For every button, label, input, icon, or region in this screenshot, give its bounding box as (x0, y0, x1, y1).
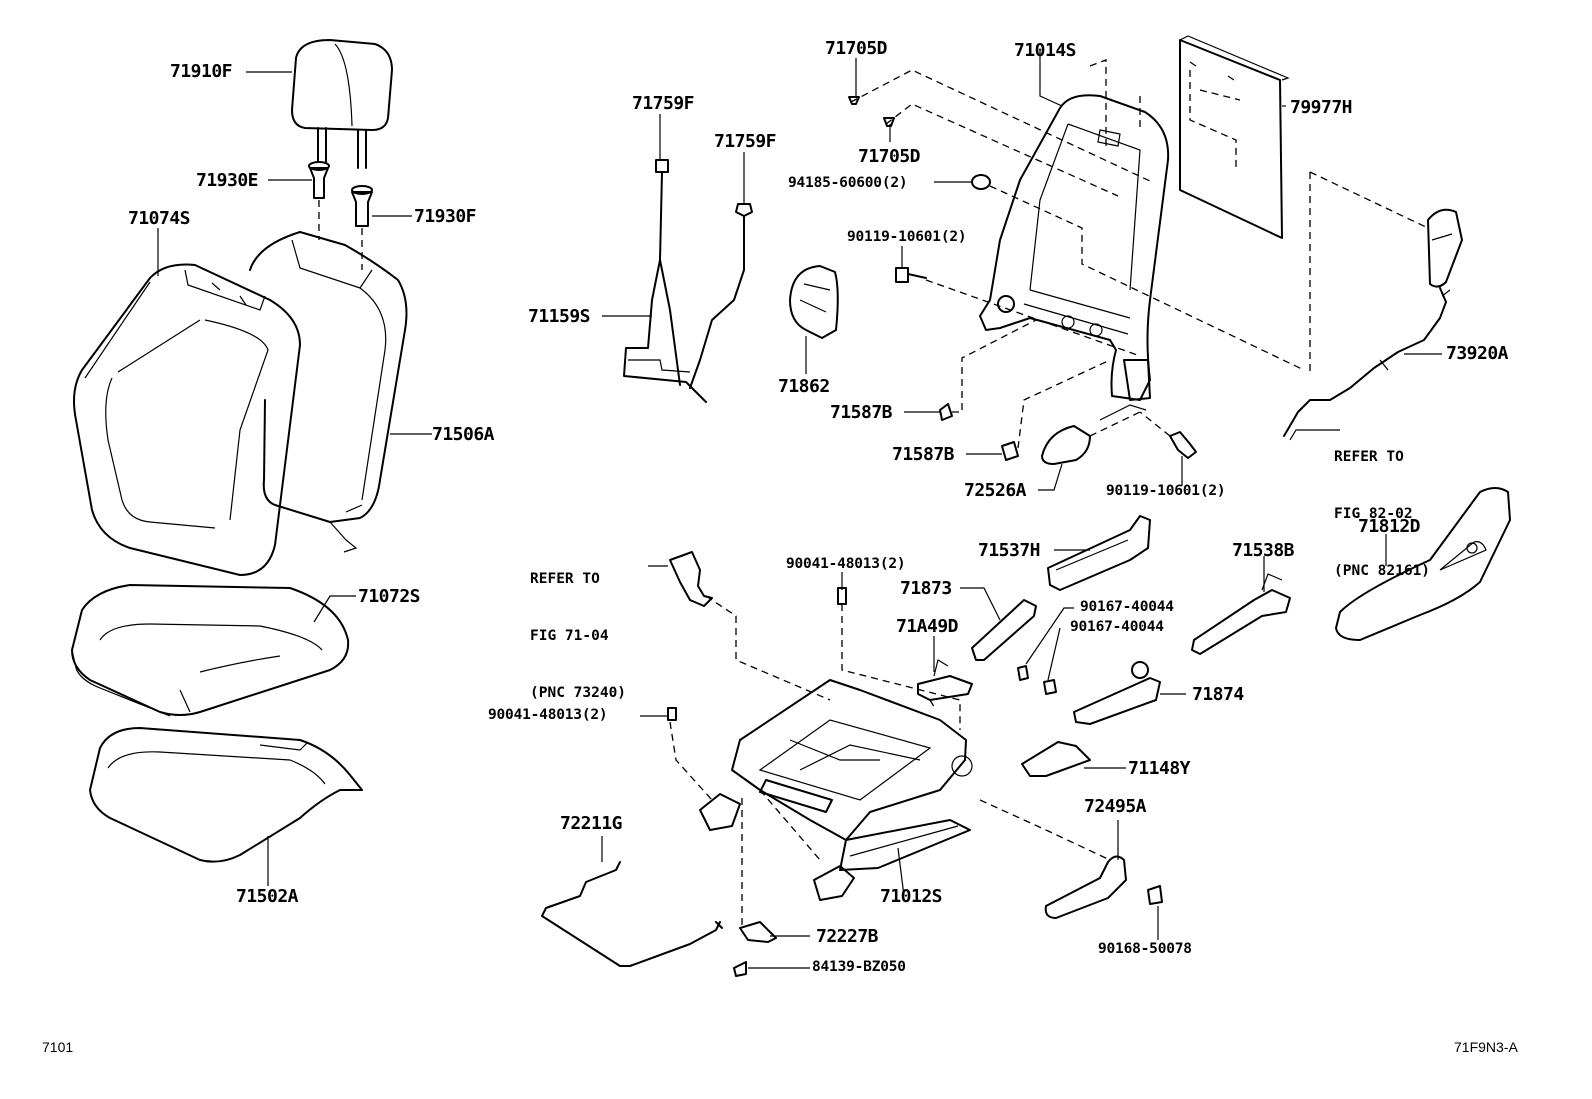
label-72227B: 72227B (816, 926, 879, 947)
label-71930F: 71930F (414, 206, 477, 227)
bracket-72227B-drawing (733, 921, 777, 977)
leader-lines (157, 50, 1442, 969)
label-72526A: 72526A (964, 480, 1027, 501)
cover-71148Y-drawing (1021, 741, 1091, 777)
label-90041-48013-left: 90041-48013(2) (488, 707, 608, 723)
label-71538B: 71538B (1232, 540, 1295, 561)
recliner-cover-drawing (1047, 515, 1151, 591)
label-71759F-left: 71759F (632, 93, 695, 114)
label-71072S: 71072S (358, 586, 421, 607)
label-79977H: 79977H (1290, 97, 1353, 118)
label-94185-60600: 94185-60600(2) (788, 175, 908, 191)
reference-line: FIG 82-02 (1334, 506, 1413, 522)
label-90041-48013-top: 90041-48013(2) (786, 556, 906, 572)
reference-fig-82-02: REFER TO FIG 82-02 (PNC 82161) (1334, 410, 1430, 600)
label-90119-10601-top: 90119-10601(2) (847, 229, 967, 245)
seat-track-frame-drawing (699, 679, 973, 901)
side-airbag-drawing (1283, 208, 1463, 437)
label-72495A: 72495A (1084, 796, 1147, 817)
figure-id: 71F9N3-A (1454, 1039, 1518, 1055)
label-71930E: 71930E (196, 170, 259, 191)
side-shield-drawing (1335, 487, 1511, 641)
seat-cushion-pad-drawing (89, 727, 363, 863)
label-71705D-bottom: 71705D (858, 146, 921, 167)
label-71506A: 71506A (432, 424, 495, 445)
reference-line: (PNC 73240) (530, 685, 627, 701)
label-71502A: 71502A (236, 886, 299, 907)
label-71812D: 71812D (1358, 516, 1421, 537)
label-71910F: 71910F (170, 61, 233, 82)
recliner-link-drawing (1191, 573, 1291, 655)
label-90168-50078: 90168-50078 (1098, 941, 1192, 957)
cover-71874-drawing (1073, 661, 1161, 725)
assembly-lines (669, 59, 1429, 928)
label-73920A: 73920A (1446, 343, 1509, 364)
lever-72495A-drawing (1044, 855, 1163, 919)
label-71537H: 71537H (978, 540, 1041, 561)
bracket-71873-drawing (971, 599, 1037, 661)
headrest-drawing (291, 39, 393, 169)
reference-line: REFER TO (1334, 449, 1404, 465)
label-71874: 71874 (1192, 684, 1244, 705)
back-board-drawing (1179, 35, 1290, 239)
label-90167-40044-b: 90167-40044 (1070, 619, 1164, 635)
back-spring-drawing (623, 159, 753, 403)
headrest-guides-drawing (308, 161, 373, 270)
fasteners-top-drawing (848, 96, 1197, 461)
bracket-71A49D-drawing (917, 659, 973, 701)
label-71012S: 71012S (880, 886, 943, 907)
label-71148Y: 71148Y (1128, 758, 1191, 779)
label-71862: 71862 (778, 376, 830, 397)
seatback-frame-drawing (979, 94, 1170, 421)
label-71759F-right: 71759F (714, 131, 777, 152)
seatback-pad-drawing (249, 231, 408, 553)
label-71873: 71873 (900, 578, 952, 599)
recliner-knob-drawing (1041, 425, 1091, 465)
seat-cushion-cover-drawing (71, 584, 350, 717)
label-71014S: 71014S (1014, 40, 1077, 61)
reference-line: FIG 71-04 (530, 628, 609, 644)
label-90119-10601-bottom: 90119-10601(2) (1106, 483, 1226, 499)
label-72211G: 72211G (560, 813, 623, 834)
release-wire-drawing (541, 861, 723, 967)
reference-line: (PNC 82161) (1334, 563, 1431, 579)
label-71A49D: 71A49D (896, 616, 959, 637)
label-71159S: 71159S (528, 306, 591, 327)
lumbar-bracket-drawing (789, 265, 839, 339)
seatback-cover-drawing (73, 263, 301, 576)
label-71705D-top: 71705D (825, 38, 888, 59)
belt-buckle-drawing (669, 551, 713, 607)
reference-line: REFER TO (530, 571, 600, 587)
label-84139-BZ050: 84139-BZ050 (812, 959, 906, 975)
label-71587B-upper: 71587B (830, 402, 893, 423)
reference-fig-71-04: REFER TO FIG 71-04 (PNC 73240) (530, 532, 626, 722)
label-71587B-lower: 71587B (892, 444, 955, 465)
label-71074S: 71074S (128, 208, 191, 229)
label-90167-40044-a: 90167-40044 (1080, 599, 1174, 615)
page-code: 7101 (42, 1039, 74, 1055)
small-bolts-mid-drawing (667, 587, 1057, 721)
